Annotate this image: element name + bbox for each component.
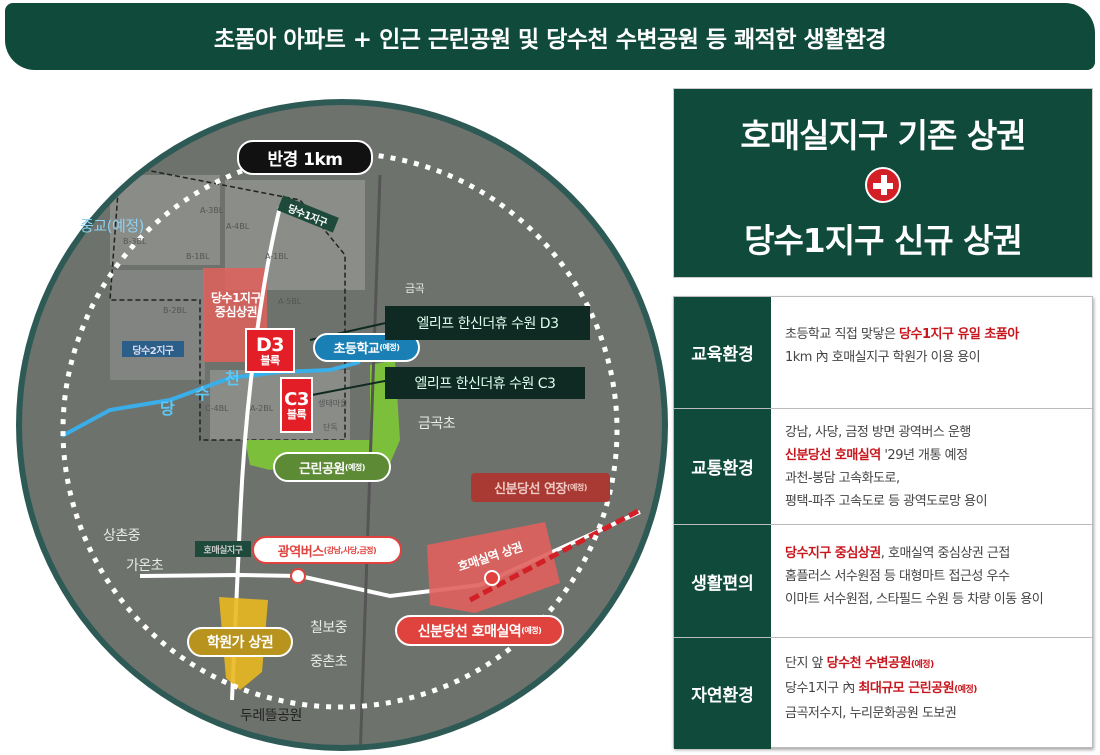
place-label: 가온초 [126,558,164,574]
table-row: 교육환경 초등학교 직접 맞닿은 당수1지구 유일 초품아 1km 內 호매실지… [674,297,1094,409]
radius-circle [60,150,620,710]
bus-label: 광역버스(강남,사당,금정) [252,536,402,564]
row-key: 교통환경 [674,409,771,524]
subway-extension-line [468,507,642,603]
block-label: A-3BL [200,206,224,215]
station-note: (예정) [521,626,542,635]
park-area [245,360,400,475]
school-name: 초등학교 [333,342,380,357]
row-line: 단지 앞 당수천 수변공원(예정) [785,656,934,671]
center-commercial-label: 당수1지구 중심상권 [210,291,262,319]
block-label: A-2BL [250,404,274,413]
c3-unit: 블록 [286,407,307,421]
line-extension-note: (예정) [566,483,588,492]
table-row: 생활편의 당수지구 중심상권, 호매실역 중심상권 근접 홈플러스 서수원점 등… [674,525,1094,638]
table-row: 교통환경 강남, 사당, 금정 방면 광역버스 운행 신분당선 호매실역 '29… [674,409,1094,525]
place-label: 금곡 [405,282,425,295]
place-label: 중교(예정) [80,217,144,235]
station-marker [484,570,500,586]
block-label: A-5BL [278,297,302,306]
row-line: 신분당선 호매실역 '29년 개통 예정 [785,447,968,463]
elif-c3-label: 엘리프 한신더휴 수원 C3 [385,367,585,399]
district2-tag: 당수2지구 [122,341,184,357]
place-label: 상촌중 [103,528,141,544]
row-key: 생활편의 [674,525,771,637]
bus-name: 광역버스 [277,544,324,560]
plus-icon [865,167,901,203]
row-line: 금곡저수지, 누리문화공원 도보권 [785,706,957,721]
homaesil-tag: 호매실지구 [195,541,251,557]
park-note: (예정) [344,462,366,472]
existing-commercial: 호매실지구 기존 상권 [740,116,1026,155]
school-note: (예정) [379,343,400,352]
place-label: 두레뜰공원 [240,708,302,724]
page-title: 초품아 아파트 + 인근 근린공원 및 당수천 수변공원 등 쾌적한 생활환경 [5,3,1095,70]
place-label: 중촌초 [310,654,348,670]
river-char-2: 수 [195,384,210,403]
line-extension-label: 신분당선 연장(예정) [471,473,610,502]
row-key: 교육환경 [674,297,771,408]
river-char-3: 천 [225,369,240,388]
row-key: 자연환경 [674,638,771,749]
row-line: 당수지구 중심상권, 호매실역 중심상권 근접 [785,545,1010,561]
row-line: 평택-파주 고속도로 등 광역도로망 용이 [785,493,988,509]
academy-label: 학원가 상권 [187,627,293,657]
block-label: A-4BL [226,222,250,231]
river-line [61,360,361,438]
radius-label: 반경 1km [237,140,373,175]
table-row: 자연환경 단지 앞 당수천 수변공원(예정) 당수1지구 內 최대규모 근린공원… [674,638,1094,749]
row-line: 초등학교 직접 맞닿은 당수1지구 유일 초품아 [785,326,1019,342]
row-line: 강남, 사당, 금정 방면 광역버스 운행 [785,424,971,440]
block-label: B-2BL [163,306,187,315]
station-name: 신분당선 호매실역 [417,623,522,640]
row-line: 과천-봉담 고속화도로, [785,470,900,486]
d3-code: D3 [256,333,285,356]
place-label: 금곡초 [418,416,456,432]
c3-block: C3 블록 [280,377,313,433]
commercial-summary: 호매실지구 기존 상권 당수1지구 신규 상권 [673,88,1093,278]
location-map: 반경 1km 당수1지구 당수2지구 호매실지구 당수1지구 중심상권 D3 블… [16,99,668,751]
row-line: 홈플러스 서수원점 등 대형마트 접근성 우수 [785,568,1010,584]
d3-unit: 블록 [260,353,280,367]
bus-stop-marker [290,568,306,584]
d3-block: D3 블록 [245,328,295,373]
elif-d3-label: 엘리프 한신더휴 수원 D3 [385,306,590,340]
station-area [427,522,560,613]
park-label: 근린공원(예정) [273,452,391,482]
row-line: 당수1지구 內 최대규모 근린공원(예정) [785,681,977,696]
block-label: C-4BL [205,404,229,413]
line-extension-name: 신분당선 연장 [494,482,567,497]
block-label: 단독 [323,423,338,432]
station-label: 신분당선 호매실역(예정) [395,615,564,646]
bus-note: (강남,사당,금정) [323,545,377,555]
new-commercial: 당수1지구 신규 상권 [744,221,1023,260]
river-char-1: 당 [160,399,175,418]
c3-code: C3 [284,388,309,410]
row-line: 1km 內 호매실지구 학원가 이용 용이 [785,349,981,365]
block-label: B-1BL [186,252,210,261]
place-label: 칠보중 [310,620,348,636]
block-label: 생태마을 [318,399,348,408]
feature-table: 교육환경 초등학교 직접 맞닿은 당수1지구 유일 초품아 1km 內 호매실지… [673,296,1094,749]
block-label: A-1BL [265,252,289,261]
block-label: B-3BL [123,237,147,246]
row-line: 이마트 서수원점, 스타필드 수원 등 차량 이동 용이 [785,591,1044,607]
park-name: 근린공원 [299,461,345,477]
